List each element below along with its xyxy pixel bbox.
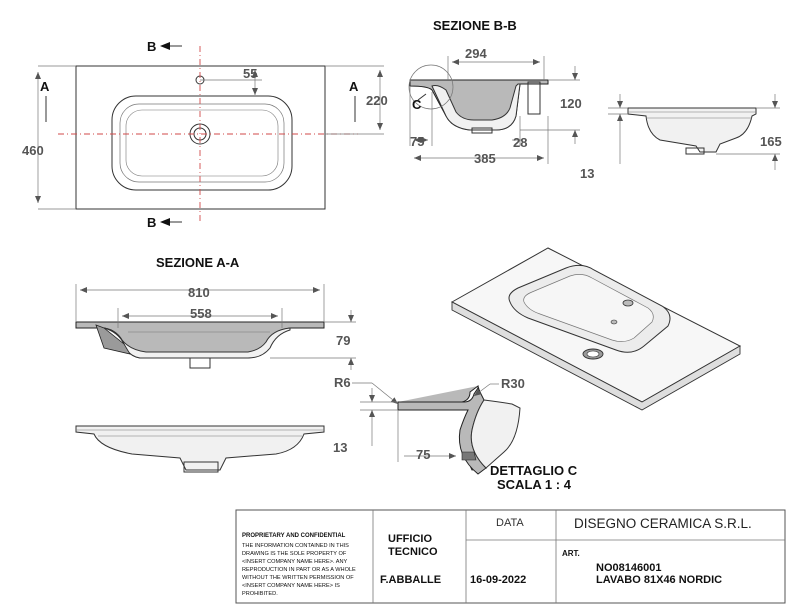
dim-r30: R30 [501, 376, 525, 391]
office-line-2: TECNICO [388, 546, 438, 558]
confidential-line: WITHOUT THE WRITTEN PERMISSION OF [242, 575, 354, 581]
marker-b-bottom: B [147, 215, 156, 230]
marker-a-left: A [40, 79, 50, 94]
side-view: 165 13 [580, 94, 782, 181]
confidential-line: REPRODUCTION IN PART OR AS A WHOLE [242, 567, 356, 573]
office-line-1: UFFICIO [388, 533, 432, 545]
drawing-date: 16-09-2022 [470, 574, 526, 586]
dim-120: 120 [560, 96, 582, 111]
author-name: F.ABBALLE [380, 574, 441, 586]
marker-b-top: B [147, 39, 156, 54]
marker-a-right: A [349, 79, 359, 94]
dim-79: 79 [336, 333, 350, 348]
confidential-line: DRAWING IS THE SOLE PROPERTY OF [242, 551, 347, 557]
marker-c: C [412, 97, 422, 112]
art-label: ART. [562, 549, 580, 558]
dim-810: 810 [188, 285, 210, 300]
front-view [75, 425, 325, 473]
section-bb-title: SEZIONE B-B [433, 18, 517, 33]
title-block: PROPRIETARY AND CONFIDENTIAL THE INFORMA… [235, 509, 786, 604]
confidential-line: THE INFORMATION CONTAINED IN THIS [242, 543, 349, 549]
dim-r6: R6 [334, 375, 351, 390]
detail-c-view: R6 R30 13 75 DETTAGLIO C SCALA 1 : 4 [333, 375, 578, 492]
dim-165: 165 [760, 134, 782, 149]
confidential-title: PROPRIETARY AND CONFIDENTIAL [242, 533, 346, 539]
dim-75-detail: 75 [416, 447, 430, 462]
dim-460: 460 [22, 143, 44, 158]
iso-tap-hole [622, 299, 634, 307]
company-name: DISEGNO CERAMICA S.R.L. [574, 516, 752, 531]
detail-c-title: DETTAGLIO C [490, 463, 578, 478]
dim-75-section-bb: 75 [410, 134, 424, 149]
article-name: LAVABO 81X46 NORDIC [596, 574, 722, 586]
dim-55: 55 [243, 66, 257, 81]
dim-385: 385 [474, 151, 496, 166]
dim-558: 558 [190, 306, 212, 321]
dim-13-detail: 13 [333, 440, 347, 455]
section-aa-title: SEZIONE A-A [156, 255, 240, 270]
dim-220: 220 [366, 93, 388, 108]
dim-28: 28 [513, 135, 527, 150]
detail-c-scale: SCALA 1 : 4 [497, 477, 572, 492]
section-aa-view: SEZIONE A-A 810 558 79 [75, 255, 356, 370]
confidential-line: <INSERT COMPANY NAME HERE>. ANY [242, 559, 348, 565]
confidential-line: PROHIBITED. [242, 591, 278, 597]
confidential-line: <INSERT COMPANY NAME HERE> IS [242, 583, 340, 589]
section-bb-view: SEZIONE B-B C 294 120 75 28 385 [408, 18, 582, 166]
top-view: 460 220 55 A A B B [22, 39, 388, 230]
article-code: NO08146001 [596, 562, 661, 574]
isometric-view [450, 247, 742, 411]
data-label: DATA [496, 517, 524, 529]
dim-13-side: 13 [580, 166, 594, 181]
dim-294: 294 [465, 46, 487, 61]
